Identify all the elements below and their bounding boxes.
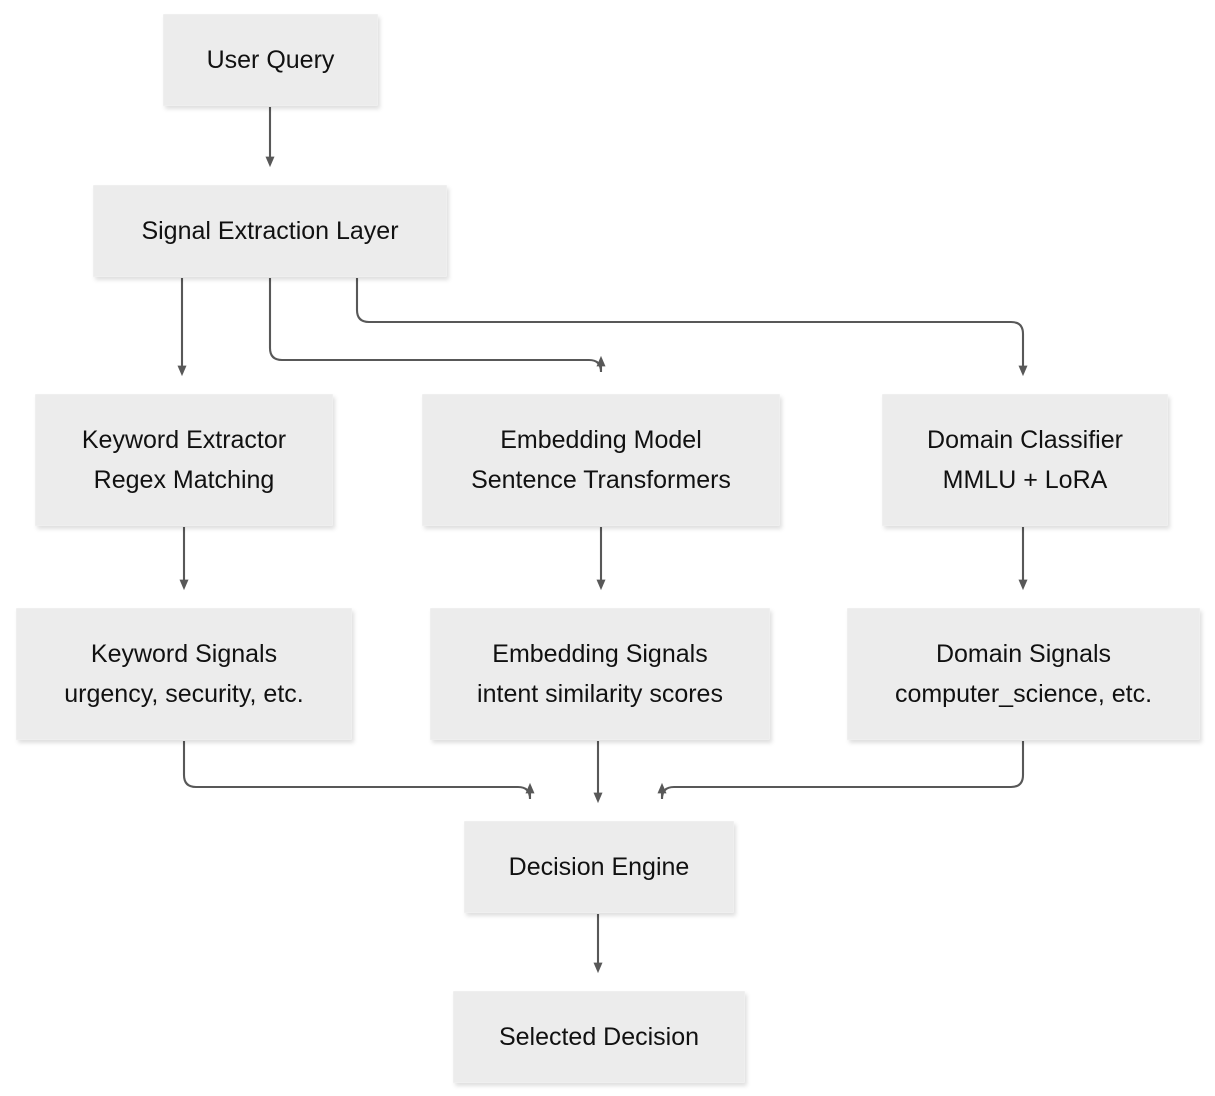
node-keyword-extractor-line-1: Keyword Extractor: [81, 426, 287, 454]
node-embedding-model-line-1: Embedding Model: [500, 426, 702, 454]
node-keyword-extractor[interactable]: Keyword Extractor Regex Matching: [35, 394, 333, 526]
node-selected-decision[interactable]: Selected Decision: [453, 991, 745, 1083]
node-selected-decision-line-1: Selected Decision: [498, 1022, 700, 1051]
node-domain-classifier-line-2: MMLU + LoRA: [942, 466, 1108, 494]
node-embedding-signals[interactable]: Embedding Signals intent similarity scor…: [430, 608, 770, 740]
node-signal-extraction-layer[interactable]: Signal Extraction Layer: [93, 185, 447, 277]
node-domain-classifier-line-1: Domain Classifier: [927, 426, 1123, 454]
node-keyword-extractor-line-2: Regex Matching: [93, 466, 275, 494]
node-embedding-model-line-2: Sentence Transformers: [471, 466, 731, 494]
node-signal-extraction-layer-line-1: Signal Extraction Layer: [141, 216, 399, 245]
node-decision-engine[interactable]: Decision Engine: [464, 821, 734, 913]
node-embedding-signals-line-2: intent similarity scores: [477, 680, 723, 708]
node-user-query-line-1: User Query: [206, 45, 335, 74]
node-keyword-signals[interactable]: Keyword Signals urgency, security, etc.: [16, 608, 352, 740]
node-user-query[interactable]: User Query: [163, 14, 378, 106]
node-keyword-signals-line-2: urgency, security, etc.: [64, 680, 304, 708]
edge-keyword-signals-to-decision-engine: [182, 741, 535, 800]
edge-signal-extraction-to-embedding-model: [268, 278, 606, 373]
node-embedding-model[interactable]: Embedding Model Sentence Transformers: [422, 394, 780, 526]
node-domain-signals[interactable]: Domain Signals computer_science, etc.: [847, 608, 1200, 740]
node-domain-signals-line-1: Domain Signals: [935, 640, 1112, 668]
node-domain-signals-line-2: computer_science, etc.: [894, 680, 1153, 708]
node-decision-engine-line-1: Decision Engine: [508, 852, 690, 881]
node-embedding-signals-line-1: Embedding Signals: [492, 640, 708, 668]
node-domain-classifier[interactable]: Domain Classifier MMLU + LoRA: [882, 394, 1168, 526]
node-keyword-signals-line-1: Keyword Signals: [90, 640, 278, 668]
edge-signal-extraction-to-domain-classifier: [355, 278, 1028, 377]
edge-domain-signals-to-decision-engine: [657, 741, 1025, 800]
